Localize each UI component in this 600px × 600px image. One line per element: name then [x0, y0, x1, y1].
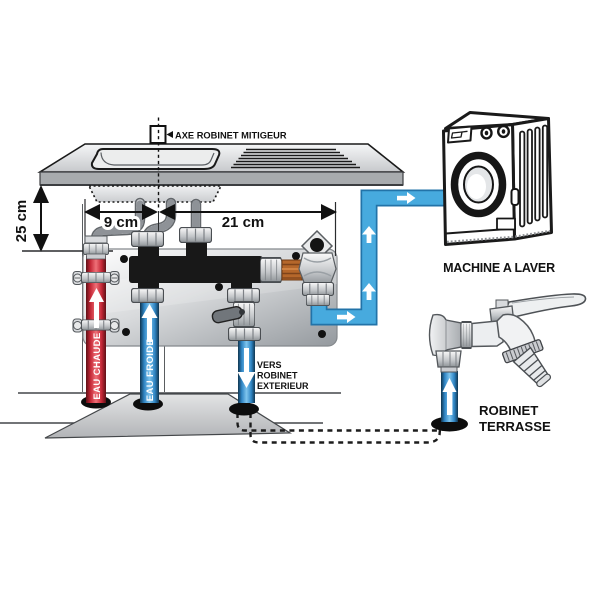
drainer-ribs: [231, 148, 360, 169]
outdoor-label-line3: EXTERIEUR: [257, 381, 309, 391]
washing-machine: [442, 111, 553, 246]
arrow-down-icon: [33, 234, 49, 252]
washing-machine-pipe-run: [310, 189, 444, 326]
outdoor-pipe-floor-hole: [229, 402, 259, 416]
terrace-tap-label-line1: ROBINET: [479, 403, 538, 418]
tap-hole-marker: [149, 125, 167, 144]
dimension-25cm: 25 cm: [10, 185, 113, 252]
valve-knob-center: [310, 238, 324, 252]
door-latch: [510, 188, 520, 206]
flow-up-arrow-icon: [442, 378, 457, 415]
flow-up-arrow-icon: [89, 288, 104, 328]
terrace-pipe-floor-hole: [431, 416, 468, 432]
dimension-21cm-label: 21 cm: [222, 214, 265, 231]
tap-wall-flange: [428, 313, 462, 357]
underground-pipe-dashed: [236, 413, 449, 444]
flow-down-arrow-icon: [237, 348, 256, 388]
spout-knurled-nut: [502, 339, 544, 364]
flow-right-arrow-icon: [397, 192, 416, 204]
outdoor-branch: VERS ROBINET EXTERIEUR: [211, 288, 309, 403]
sink-counter: [37, 143, 406, 186]
filter-hatch: [496, 217, 516, 231]
flow-up-arrow-icon: [362, 226, 376, 243]
sink-bowl-inner-rim: [100, 152, 215, 166]
plate-screws: [120, 252, 326, 338]
control-knobs: [480, 124, 511, 140]
axis-pointer-icon: [166, 131, 173, 138]
cold-pipe-top-nut: [131, 288, 164, 303]
flow-up-arrow-icon: [141, 304, 158, 342]
under-sink-bowl-outline: [87, 185, 223, 203]
hot-pipe-top-nut: [83, 243, 109, 255]
side-vents: [519, 124, 549, 228]
detergent-drawer: [447, 125, 473, 144]
arrow-left-icon: [84, 204, 100, 220]
sink-bowl: [90, 148, 221, 170]
flow-up-arrow-icon: [362, 283, 376, 300]
cold-water-pipe: EAU FROIDE: [131, 288, 164, 403]
flow-right-arrow-icon: [337, 311, 356, 323]
arrow-up-icon: [33, 185, 49, 203]
arrow-left-icon: [159, 204, 175, 220]
pipe-clamp: [72, 270, 120, 286]
manifold-bar: [129, 256, 263, 283]
washing-machine-label: MACHINE A LAVER: [443, 261, 555, 275]
mixer-tap-axis: AXE ROBINET MITIGEUR: [149, 117, 287, 210]
floor: [0, 392, 341, 439]
manifold-right-coupler: [260, 257, 282, 283]
terrace-tap: [428, 293, 587, 422]
hot-water-pipe: EAU CHAUDE: [72, 235, 120, 403]
outdoor-label-line1: VERS: [257, 360, 282, 370]
pipe-clamp: [72, 318, 120, 333]
cold-pipe-label: EAU FROIDE: [145, 339, 156, 402]
dimension-9cm-label: 9 cm: [104, 214, 138, 231]
hose-barb-connector: [512, 346, 552, 388]
terrace-tap-label-line2: TERRASSE: [479, 419, 551, 434]
arrow-right-icon: [142, 204, 158, 220]
hot-pipe-label: EAU CHAUDE: [92, 332, 103, 399]
manifold-top-right-nut: [179, 227, 212, 243]
floor-slab: [44, 393, 293, 439]
outdoor-label-line2: ROBINET: [257, 371, 298, 381]
manifold-top-left-nut: [131, 231, 164, 247]
tap-lever-handle: [501, 293, 587, 319]
dimension-9cm-21cm: 9 cm 21 cm: [84, 199, 337, 256]
arrow-right-icon: [321, 204, 337, 220]
washing-machine-valve: [298, 229, 337, 306]
counter-front-edge: [39, 171, 404, 186]
axis-label: AXE ROBINET MITIGEUR: [175, 131, 287, 141]
dimension-25cm-label: 25 cm: [13, 200, 30, 243]
